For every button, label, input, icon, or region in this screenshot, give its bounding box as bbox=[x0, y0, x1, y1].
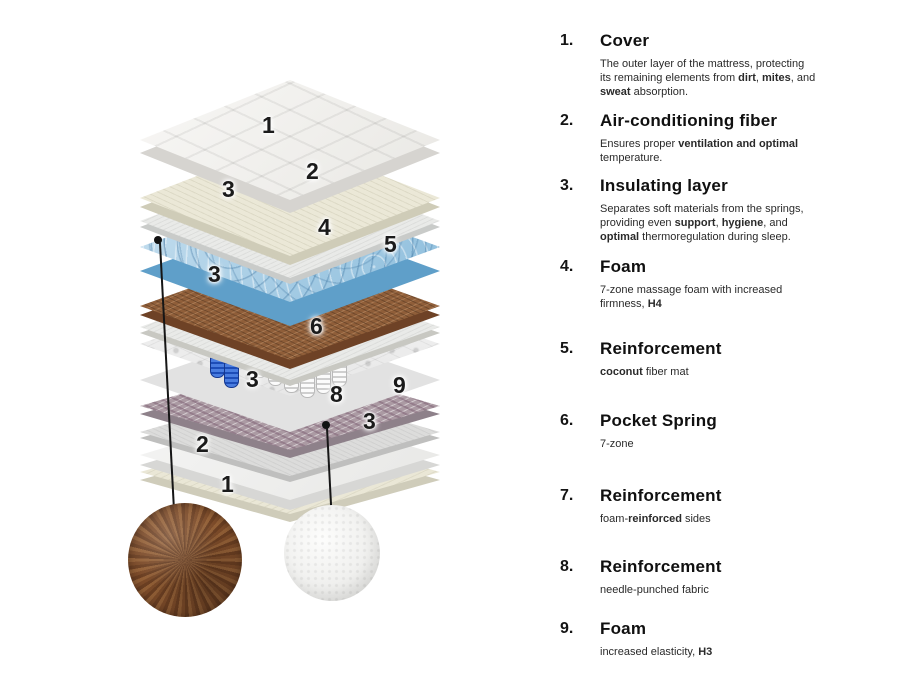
legend-number: 4. bbox=[560, 258, 574, 275]
legend-title: Foam bbox=[600, 257, 647, 276]
legend-item-air-conditioning-fiber: 2. Air-conditioning fiber Ensures proper… bbox=[560, 111, 890, 165]
legend-item-reinforcement-coconut: 5. Reinforcement coconut fiber mat bbox=[560, 339, 890, 379]
legend-title: Reinforcement bbox=[600, 486, 722, 505]
foam-callout-dot bbox=[322, 421, 330, 429]
mattress-exploded-diagram: 1 2 3 4 5 3 6 3 8 9 3 2 1 bbox=[128, 80, 440, 617]
legend-item-reinforcement-fabric: 8. Reinforcement needle-punched fabric bbox=[560, 557, 890, 597]
legend-number: 1. bbox=[560, 32, 574, 49]
layer-number-2b: 2 bbox=[196, 431, 209, 457]
legend-description: coconut fiber mat bbox=[600, 366, 689, 378]
legend-item-reinforcement-sides: 7. Reinforcement foam-reinforced sides bbox=[560, 486, 890, 526]
legend-number: 8. bbox=[560, 558, 574, 575]
legend-description: needle-punched fabric bbox=[600, 584, 709, 596]
layer-number-2: 2 bbox=[306, 158, 319, 184]
coconut-callout-dot bbox=[154, 236, 162, 244]
legend-number: 6. bbox=[560, 412, 574, 429]
layer-number-3a: 3 bbox=[222, 176, 235, 202]
legend-title: Air-conditioning fiber bbox=[600, 111, 778, 130]
legend-description: foam-reinforced sides bbox=[600, 513, 711, 525]
layer-number-4: 4 bbox=[318, 214, 331, 240]
coconut-fiber-sample-circle bbox=[128, 503, 242, 617]
legend-item-foam-h4: 4. Foam 7-zone massage foam with increas… bbox=[560, 257, 890, 311]
legend-number: 3. bbox=[560, 177, 574, 194]
legend-item-foam-h3: 9. Foam increased elasticity, H3 bbox=[560, 619, 890, 659]
legend-description: increased elasticity, H3 bbox=[600, 646, 713, 658]
layer-number-3d: 3 bbox=[363, 408, 376, 434]
legend-title: Insulating layer bbox=[600, 176, 728, 195]
legend-title: Pocket Spring bbox=[600, 411, 717, 430]
layer-number-8: 8 bbox=[330, 381, 343, 407]
legend-number: 9. bbox=[560, 620, 574, 637]
legend-item-insulating-layer: 3. Insulating layer Separates soft mater… bbox=[560, 176, 890, 244]
foam-sample-circle bbox=[284, 505, 380, 601]
layer-number-5: 5 bbox=[384, 231, 397, 257]
layer-number-9: 9 bbox=[393, 372, 406, 398]
layer-number-3c: 3 bbox=[246, 366, 259, 392]
layer-number-6: 6 bbox=[310, 313, 323, 339]
legend-description: 7-zone massage foam with increased firmn… bbox=[600, 284, 783, 311]
legend-number: 7. bbox=[560, 487, 574, 504]
legend-item-cover: 1. Cover The outer layer of the mattress… bbox=[560, 31, 890, 99]
legend-item-pocket-spring: 6. Pocket Spring 7-zone bbox=[560, 411, 890, 451]
legend-title: Foam bbox=[600, 619, 647, 638]
legend-title: Reinforcement bbox=[600, 557, 722, 576]
legend-number: 5. bbox=[560, 340, 574, 357]
layer-number-3b: 3 bbox=[208, 261, 221, 287]
layer-number-1: 1 bbox=[262, 112, 275, 138]
legend-title: Reinforcement bbox=[600, 339, 722, 358]
layer-number-1b: 1 bbox=[221, 471, 234, 497]
legend-description: Ensures proper ventilation and optimal t… bbox=[600, 138, 799, 165]
legend-description: 7-zone bbox=[600, 438, 634, 450]
legend-number: 2. bbox=[560, 112, 574, 129]
legend-description: The outer layer of the mattress, protect… bbox=[600, 58, 816, 99]
legend-description: Separates soft materials from the spring… bbox=[600, 203, 804, 244]
legend-title: Cover bbox=[600, 31, 650, 50]
